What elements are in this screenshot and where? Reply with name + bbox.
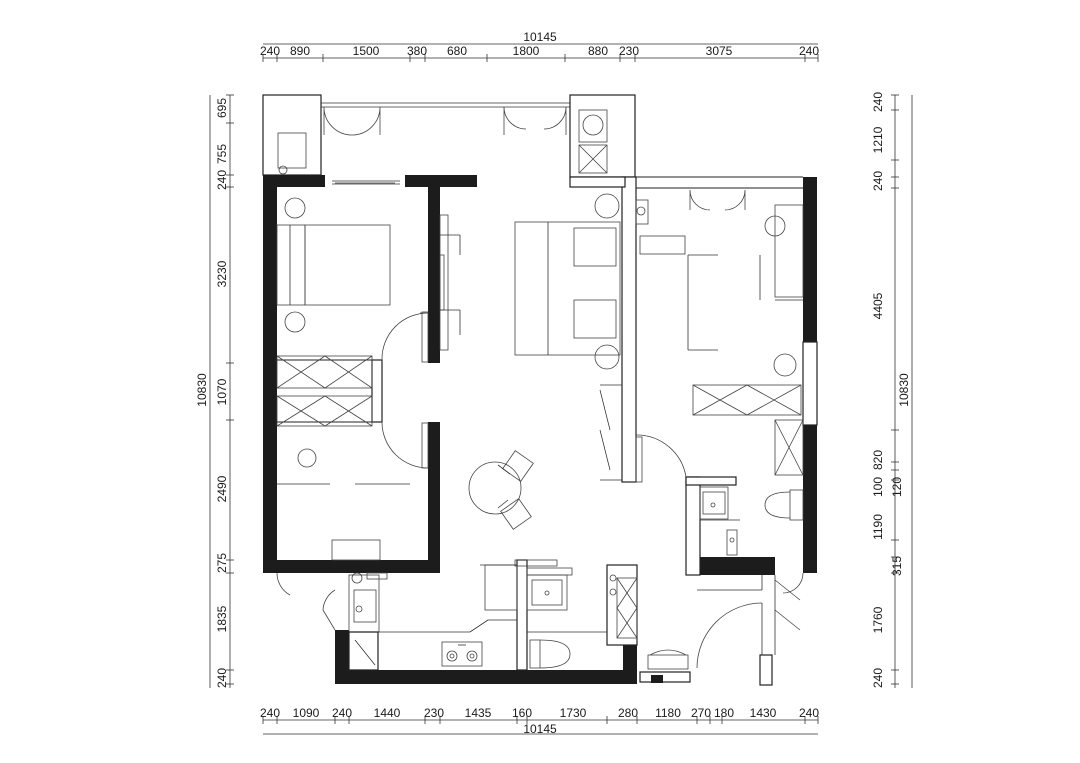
bottom-dim-13: 1430 bbox=[750, 706, 777, 720]
top-dim-8: 230 bbox=[619, 44, 639, 58]
right-dim-2: 1210 bbox=[871, 126, 885, 153]
bottom-dim-4: 1440 bbox=[374, 706, 401, 720]
bottom-dim-8: 1730 bbox=[560, 706, 587, 720]
tv-cabinet bbox=[439, 214, 461, 351]
left-dim-1: 695 bbox=[215, 98, 229, 118]
walls bbox=[263, 175, 817, 684]
bottom-dim-3: 240 bbox=[332, 706, 352, 720]
bottom-dim-12: 180 bbox=[714, 706, 734, 720]
right-dim-7: 120 bbox=[890, 477, 904, 497]
right-dim-3: 240 bbox=[871, 171, 885, 191]
right-dim-11: 240 bbox=[871, 668, 885, 688]
top-dim-2: 890 bbox=[290, 44, 310, 58]
right-dim-8: 1190 bbox=[871, 514, 885, 540]
left-dim-3: 240 bbox=[215, 170, 229, 190]
master-bedroom bbox=[514, 193, 622, 481]
right-total-dimension: 10830 bbox=[897, 373, 911, 407]
dimension-lines bbox=[209, 43, 913, 735]
bottom-dim-11: 270 bbox=[691, 706, 711, 720]
top-dim-3: 1500 bbox=[353, 44, 380, 58]
top-dim-6: 1800 bbox=[513, 44, 540, 58]
left-dim-4: 3230 bbox=[215, 260, 229, 287]
bottom-dim-9: 280 bbox=[618, 706, 638, 720]
right-dim-5: 820 bbox=[871, 450, 885, 470]
left-dim-2: 755 bbox=[215, 144, 229, 164]
right-dim-1: 240 bbox=[871, 92, 885, 112]
thin-walls bbox=[277, 176, 818, 671]
top-dim-5: 680 bbox=[447, 44, 467, 58]
dining-table-icon bbox=[468, 450, 534, 530]
top-dim-4: 380 bbox=[407, 44, 427, 58]
bottom-dim-1: 240 bbox=[260, 706, 280, 720]
top-dim-7: 880 bbox=[588, 44, 608, 58]
top-dim-1: 240 bbox=[260, 44, 280, 58]
sliding-door-icon bbox=[332, 180, 400, 185]
bottom-total-dimension: 10145 bbox=[523, 722, 557, 736]
left-dim-8: 1835 bbox=[215, 605, 229, 632]
kitchen bbox=[276, 559, 558, 671]
ensuite-bathroom bbox=[639, 486, 804, 686]
bottom-dim-7: 160 bbox=[512, 706, 532, 720]
right-dim-6: 100 bbox=[871, 477, 885, 497]
right-dim-9: 315 bbox=[890, 556, 904, 576]
bottom-dim-6: 1435 bbox=[465, 706, 492, 720]
dimension-ticks bbox=[226, 54, 899, 724]
central-bathroom bbox=[526, 567, 638, 669]
left-bedroom bbox=[276, 182, 429, 561]
right-bedroom bbox=[635, 189, 804, 483]
left-dim-6: 2490 bbox=[215, 475, 229, 502]
bottom-dim-2: 1090 bbox=[293, 706, 320, 720]
bottom-dim-5: 230 bbox=[424, 706, 444, 720]
left-total-dimension: 10830 bbox=[195, 373, 209, 407]
top-dim-10: 240 bbox=[799, 44, 819, 58]
right-dim-10: 1760 bbox=[871, 606, 885, 633]
left-dim-5: 1070 bbox=[215, 378, 229, 405]
bottom-dim-10: 1180 bbox=[655, 706, 681, 720]
left-dim-7: 275 bbox=[215, 553, 229, 573]
right-dim-4: 4405 bbox=[871, 292, 885, 319]
top-total-dimension: 10145 bbox=[523, 30, 557, 44]
bottom-dim-14: 240 bbox=[799, 706, 819, 720]
door-swing-icon bbox=[323, 106, 567, 136]
balcony bbox=[262, 94, 570, 176]
top-dim-9: 3075 bbox=[706, 44, 733, 58]
left-dim-9: 240 bbox=[215, 668, 229, 688]
storage-closet bbox=[569, 94, 636, 178]
